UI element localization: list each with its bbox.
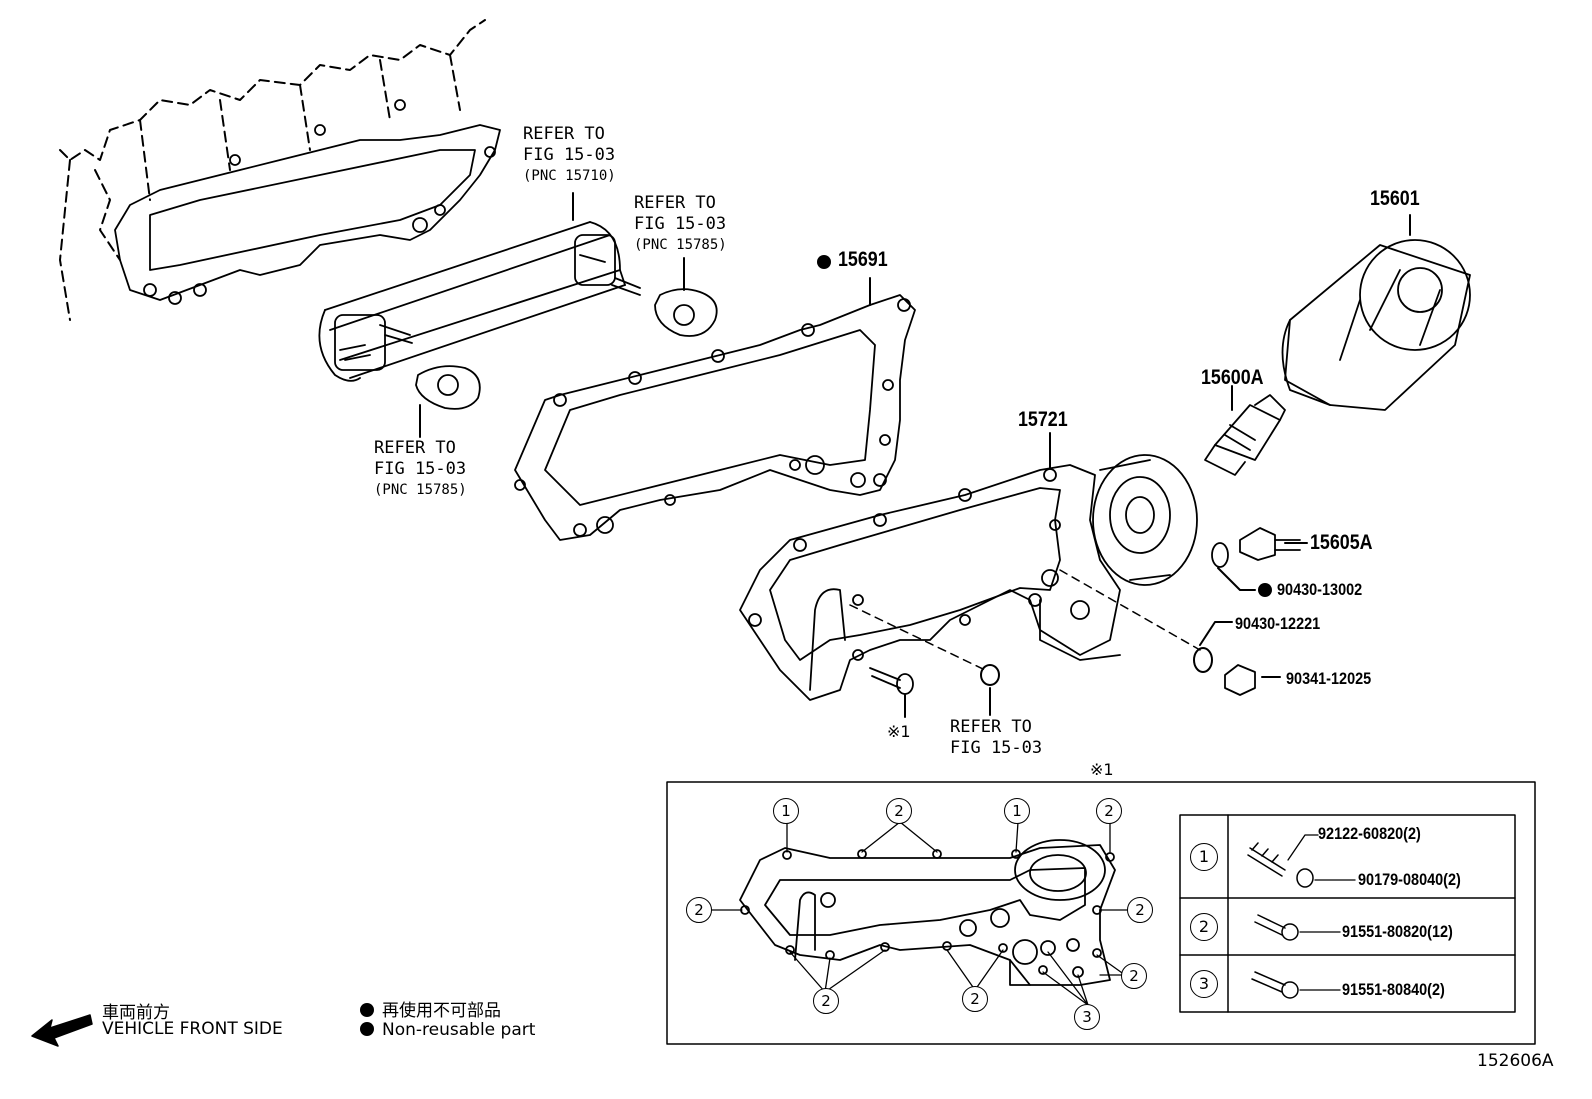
engine-flange (114, 99, 501, 305)
refer-line: FIG 15-03 (950, 738, 1043, 758)
refer-pnc: (PNC 15710) (523, 168, 616, 184)
detail-gasket (739, 839, 1116, 986)
sensor-15600A (1204, 394, 1286, 476)
legend-nonreusable-jp-text: 再使用不可部品 (382, 1001, 501, 1021)
nonreusable-dot-icon (360, 1003, 374, 1017)
refer-line: REFER TO (950, 717, 1032, 737)
part-number-91551-80820: 91551-80820(12) (1342, 922, 1453, 941)
part-number-15600A: 15600A (1201, 366, 1264, 389)
part-number-91551-80840: 91551-80840(2) (1342, 980, 1445, 999)
part-number-15605A: 15605A (1310, 531, 1373, 554)
refer-line: REFER TO (634, 193, 716, 213)
legend-direction-jp: 車両前方 (102, 1003, 170, 1023)
part-number-90179-08040: 90179-08040(2) (1358, 870, 1461, 889)
refer-note-oil-cooler: REFER TO FIG 15-03 (PNC 15710) (523, 124, 616, 187)
callout-2: 2 (813, 988, 839, 1014)
part-number-90341-12025: 90341-12025 (1286, 669, 1372, 688)
refer-note-gasket-upper: REFER TO FIG 15-03 (PNC 15785) (634, 193, 727, 256)
callout-3: 3 (1074, 1004, 1100, 1030)
gasket-15691 (514, 294, 916, 541)
refer-line: FIG 15-03 (634, 214, 727, 234)
part-number-15601: 15601 (1370, 187, 1420, 210)
callout-2: 2 (886, 798, 912, 824)
engine-block-outline (59, 19, 486, 321)
legend-direction-en: VEHICLE FRONT SIDE (102, 1019, 283, 1039)
figure-id: 152606A (1477, 1051, 1554, 1071)
part-number-15721: 15721 (1018, 408, 1068, 431)
legend-nonreusable-en-text: Non-reusable part (382, 1020, 536, 1040)
oil-cooler (318, 221, 641, 382)
cooler-case-15721 (739, 454, 1198, 701)
legend-nonreusable-jp: 再使用不可部品 (360, 996, 501, 1021)
small-gasket-lower (415, 365, 481, 410)
small-gasket-upper (654, 288, 718, 337)
refer-line: FIG 15-03 (374, 459, 467, 479)
oil-filter-15601 (1281, 239, 1471, 411)
nonreusable-dot-15691 (817, 255, 831, 269)
nonreusable-dot-icon (360, 1022, 374, 1036)
plug-15605A (1211, 527, 1301, 568)
plug-90341-12025 (1224, 664, 1256, 696)
washer-90430-12221 (1193, 647, 1213, 673)
callout-2: 2 (686, 897, 712, 923)
refer-line: REFER TO (374, 438, 456, 458)
refer-pnc: (PNC 15785) (374, 482, 467, 498)
callout-1: 1 (1004, 798, 1030, 824)
refer-pnc: (PNC 15785) (634, 237, 727, 253)
callout-1: 1 (773, 798, 799, 824)
bolt-refer (980, 664, 1000, 686)
table-row-number: 2 (1190, 913, 1218, 941)
table-row-number: 3 (1190, 970, 1218, 998)
table-row-number: 1 (1190, 843, 1218, 871)
bolt-icon-3 (1251, 971, 1299, 999)
part-number-92122-60820: 92122-60820(2) (1318, 824, 1421, 843)
legend-nonreusable-en: Non-reusable part (360, 1020, 535, 1040)
bolt-left (869, 667, 914, 695)
callout-2: 2 (962, 986, 988, 1012)
front-arrow (31, 1014, 93, 1047)
part-number-90430-12221: 90430-12221 (1235, 614, 1321, 633)
refer-line: FIG 15-03 (523, 145, 616, 165)
bolt-icon-2 (1254, 914, 1299, 941)
note-mark: ※1 (887, 722, 911, 741)
detail-header-mark: ※1 (1090, 760, 1114, 779)
callout-2: 2 (1121, 963, 1147, 989)
bolt-icon-1 (1247, 842, 1314, 888)
refer-note-bolt: REFER TO FIG 15-03 (950, 717, 1042, 759)
callout-2: 2 (1096, 798, 1122, 824)
bolt-table (1179, 814, 1516, 1013)
callout-2: 2 (1127, 897, 1153, 923)
refer-note-gasket-lower: REFER TO FIG 15-03 (PNC 15785) (374, 438, 467, 501)
nonreusable-dot-90430-13002 (1258, 583, 1272, 597)
part-number-15691: 15691 (838, 248, 888, 271)
detail-box (666, 781, 1536, 1045)
part-number-90430-13002: 90430-13002 (1277, 580, 1363, 599)
refer-line: REFER TO (523, 124, 605, 144)
